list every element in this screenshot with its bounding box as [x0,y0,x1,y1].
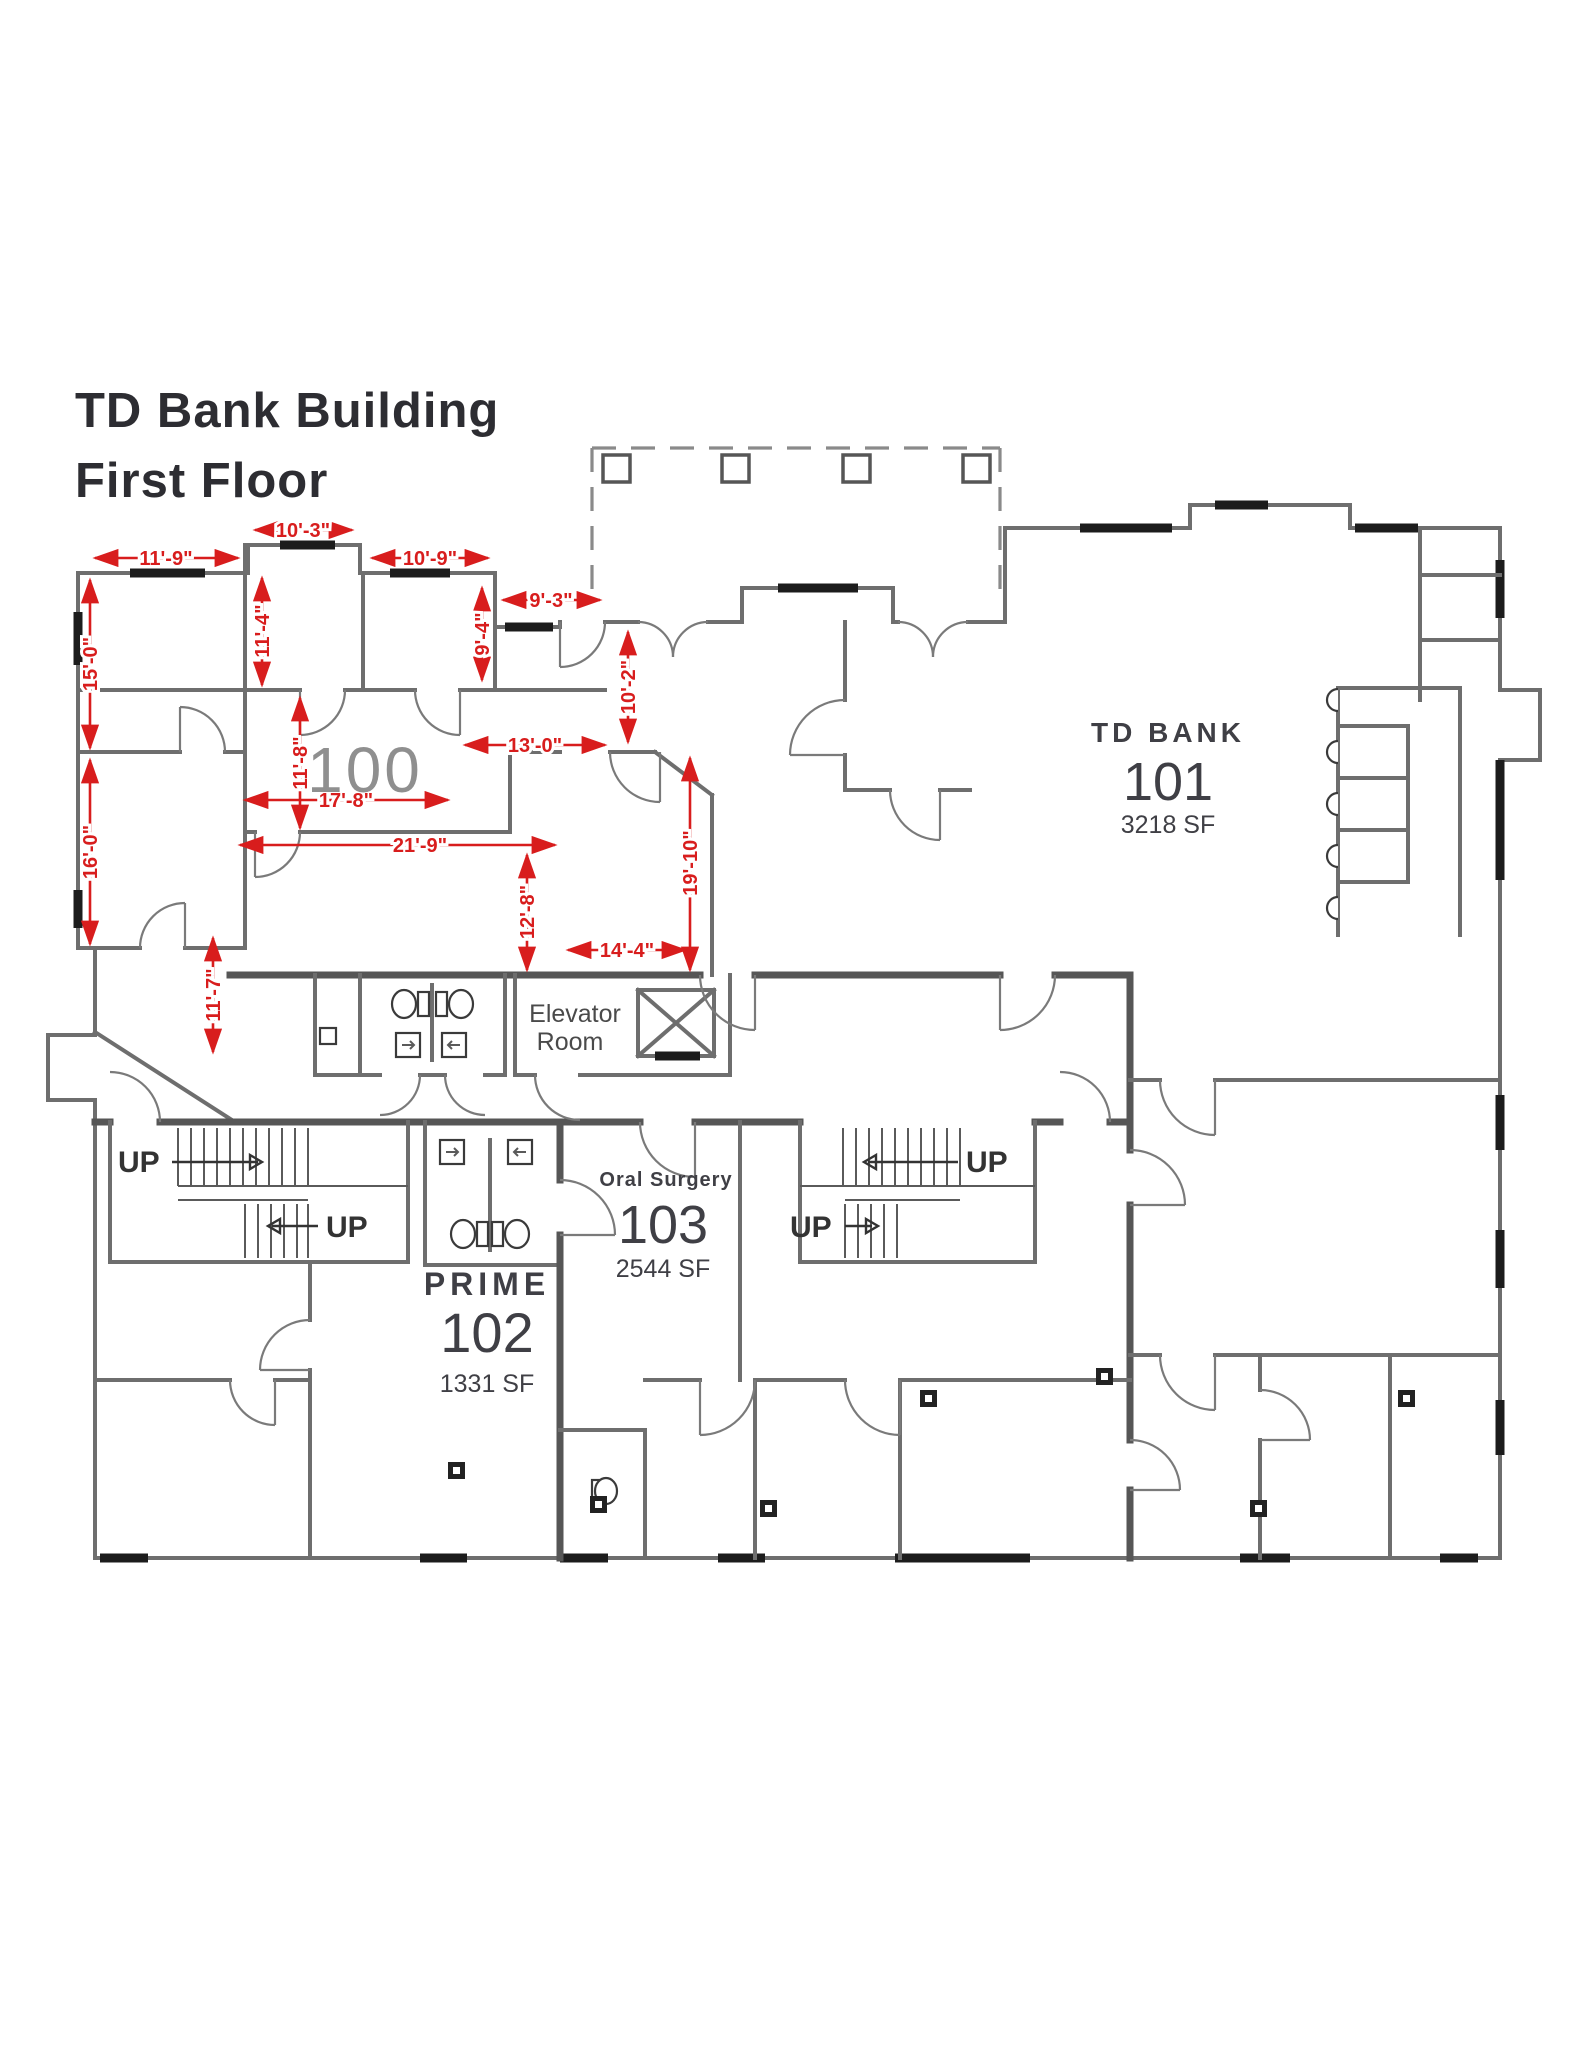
suite-101-name: TD BANK [1091,717,1245,748]
toilet-icon [449,1218,477,1250]
panel-icon [1398,1390,1415,1407]
suite-100-number: 100 [307,734,423,806]
suite-101-number: 101 [1123,752,1213,812]
panel-icon [760,1500,777,1517]
dim-10-2: 10'-2" [618,660,640,714]
windows [73,500,1505,1563]
panel-icon [1096,1368,1113,1385]
up-label: UP [790,1211,832,1244]
closet-fixture [318,1026,338,1046]
dim-19-10: 19'-10" [680,830,702,895]
up-label: UP [326,1211,368,1244]
canopy-column [961,453,992,484]
suite-103-area: 2544 SF [616,1255,711,1283]
dim-15-0: 15'-0" [80,637,102,691]
dim-10-3: 10'-3" [276,520,330,542]
room-labels: 100 TD BANK 101 3218 SF Oral Surgery 103… [307,717,1245,1398]
dim-17-8: 17'-8" [319,790,373,812]
stair-left: UP UP [108,1120,410,1264]
dim-11-9: 11'-9" [139,548,192,570]
title-line2: First Floor [75,454,328,508]
title-block: TD Bank Building First Floor [75,384,499,508]
toilet-icon [416,990,431,1018]
panel-icon [1250,1500,1267,1517]
td-bank-walls [843,526,1502,937]
canopy-column [601,453,632,484]
exterior-walls [46,503,1542,1560]
dim-13-0: 13'-0" [508,735,562,757]
elevator-room-label-1: Elevator [529,1000,621,1028]
title-line1: TD Bank Building [75,384,499,438]
dim-9-4: 9'-4" [472,612,494,655]
dim-16-0: 16'-0" [80,825,102,879]
up-label: UP [966,1146,1008,1179]
stair-right: UP UP [790,1120,1037,1264]
canopy-column [720,453,751,484]
suite-102-name: PRIME [424,1266,550,1302]
elevator-room-label-2: Room [537,1028,604,1056]
suite-103-name: Oral Surgery [599,1169,732,1191]
dim-21-9: 21'-9" [393,835,447,857]
up-label: UP [118,1146,160,1179]
dim-11-8: 11'-8" [290,736,312,789]
suite-102-area: 1331 SF [440,1370,535,1398]
dim-11-4: 11'-4" [252,604,274,657]
panel-icon [590,1496,607,1513]
canopy-column [841,453,872,484]
toilet-icon [434,990,449,1018]
toilet-icon [447,988,475,1020]
sink-icon [440,1031,468,1059]
restroom-upper [313,973,507,1077]
toilet-icon [503,1218,531,1250]
dim-9-3: 9'-3" [529,590,572,612]
doors [109,620,1312,1492]
dimension-lines: 11'-9" 10'-3" 10'-9" 9'-3" 11'-4" 9'-4" … [77,517,705,1055]
entry-canopy [590,446,1002,590]
suite-103-walls [556,1118,1502,1562]
panel-icon [920,1390,937,1407]
dim-11-7: 11'-7" [203,968,225,1021]
toilet-icon [475,1220,490,1248]
toilet-icon [390,988,418,1020]
panel-icon [448,1462,465,1479]
sink-icon [438,1138,466,1166]
floor-panels [448,1368,1415,1517]
suite-101-area: 3218 SF [1121,811,1216,839]
core-walls [91,971,1502,1562]
toilet-icon [490,1220,505,1248]
suite-103-number: 103 [618,1195,708,1255]
elevator-room: Elevator Room [513,973,732,1077]
dim-12-8: 12'-8" [517,885,539,939]
suite-102-number: 102 [440,1301,533,1364]
dim-10-9: 10'-9" [403,548,457,570]
suite-102-walls [93,1120,562,1560]
dim-14-4: 14'-4" [600,940,654,962]
